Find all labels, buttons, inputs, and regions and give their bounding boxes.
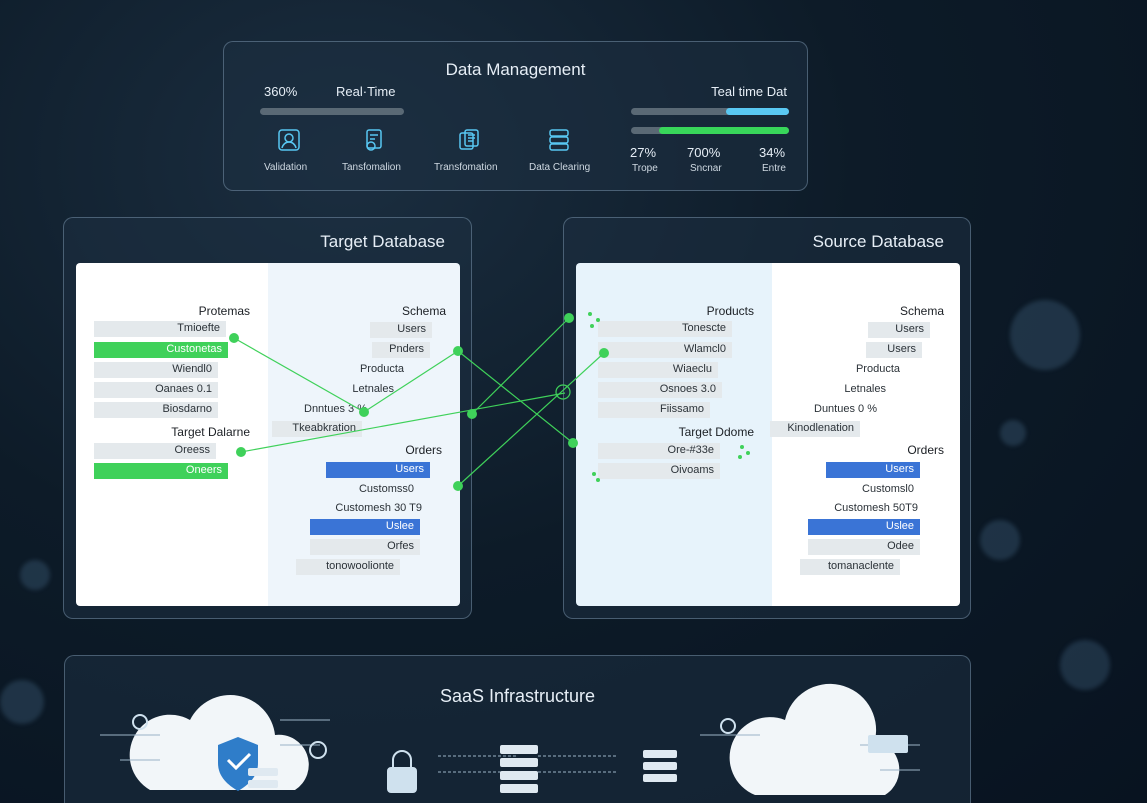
table-row-highlight[interactable]: Uslee <box>310 519 420 535</box>
bokeh-light <box>1060 640 1110 690</box>
bokeh-light <box>1000 420 1026 446</box>
green-progress-fill <box>659 127 789 134</box>
left-progress-track <box>260 108 404 115</box>
stat-value: 700% <box>687 145 721 160</box>
source-database-body: Products Tonescte Wlamcl0 Wiaeclu Osnoes… <box>576 263 960 606</box>
target-database-body: Protemas Tmioefte Custonetas Wiendl0 Oan… <box>76 263 460 606</box>
blue-progress-bar <box>631 108 789 115</box>
bokeh-light <box>980 520 1020 560</box>
table-row[interactable]: Users <box>370 322 432 338</box>
table-row[interactable]: Fiissamo <box>598 402 710 418</box>
saas-infrastructure-panel: SaaS Infrastructure <box>64 655 971 803</box>
saas-infrastructure-title: SaaS Infrastructure <box>439 686 596 706</box>
table-row[interactable]: Wlamcl0 <box>598 342 732 358</box>
table-row[interactable]: tonowoolionte <box>296 559 400 575</box>
table-row[interactable]: Oreess <box>94 443 216 459</box>
table-row[interactable]: Odee <box>808 539 920 555</box>
source-left-column: Products Tonescte Wlamcl0 Wiaeclu Osnoes… <box>576 263 768 606</box>
realtime-data-label: Teal time Dat <box>711 84 787 99</box>
table-row[interactable]: Orfes <box>310 539 420 555</box>
step-label: Tansfomalion <box>342 162 401 173</box>
table-row[interactable]: Ore-#33e <box>598 443 720 459</box>
table-row[interactable]: Customesh 30 T9 <box>335 502 422 514</box>
target-database-title: Target Database <box>320 232 445 251</box>
stat-label: Entre <box>762 163 786 174</box>
table-row[interactable]: Producta <box>359 363 404 375</box>
table-row[interactable]: Customsl0 <box>862 483 914 495</box>
stat-label: Sncnar <box>690 163 722 174</box>
section-title: Schema <box>401 304 446 318</box>
percent-label: 360% <box>264 84 298 99</box>
step-label: Validation <box>264 162 308 173</box>
table-row[interactable]: Letnales <box>844 383 886 395</box>
table-row[interactable]: Producta <box>855 363 900 375</box>
table-row[interactable]: Wiaeclu <box>598 362 718 378</box>
table-row[interactable]: Tmioefte <box>94 321 226 337</box>
table-row[interactable]: Tonescte <box>598 321 732 337</box>
documents-icon <box>456 127 482 153</box>
stat-value: 34% <box>759 145 786 160</box>
table-row[interactable]: Wiendl0 <box>94 362 218 378</box>
table-row[interactable]: Users <box>868 322 930 338</box>
stat-label: Trope <box>632 163 658 174</box>
table-row[interactable]: Oanaes 0.1 <box>94 382 218 398</box>
bokeh-light <box>0 680 44 724</box>
table-row[interactable]: Customesh 50T9 <box>834 502 918 514</box>
target-right-column: Schema Users Pnders Producta Letnales Dn… <box>268 263 460 606</box>
user-shield-icon <box>276 127 302 153</box>
blue-progress-fill <box>725 108 789 115</box>
realtime-label: Real·Time <box>336 84 396 99</box>
table-row-highlight[interactable]: Uslee <box>808 519 920 535</box>
target-database-panel: Target Database Protemas Tmioefte Custon… <box>63 217 472 619</box>
table-row[interactable]: Customss0 <box>358 483 414 495</box>
section-title: Target Dalarne <box>171 425 250 439</box>
table-row-highlight[interactable]: Users <box>826 462 920 478</box>
table-row-selected[interactable]: Custonetas <box>94 342 228 358</box>
data-management-title: Data Management <box>445 60 586 79</box>
section-title: Orders <box>405 443 442 457</box>
step-label: Transfomation <box>434 162 498 173</box>
table-row[interactable]: tomanaclente <box>800 559 900 575</box>
bokeh-light <box>1010 300 1080 370</box>
table-row[interactable]: Duntues 0 % <box>814 403 877 415</box>
target-left-column: Protemas Tmioefte Custonetas Wiendl0 Oan… <box>76 263 268 606</box>
green-progress-bar <box>631 127 789 134</box>
step-label: Data Clearing <box>529 162 591 173</box>
table-row[interactable]: Pnders <box>372 342 430 358</box>
table-row[interactable]: Biosdarno <box>94 402 218 418</box>
stat-value: 27% <box>630 145 657 160</box>
database-icon <box>546 127 572 153</box>
section-title: Products <box>706 304 754 318</box>
table-row[interactable]: Osnoes 3.0 <box>598 382 722 398</box>
section-title: Schema <box>899 304 944 318</box>
table-row[interactable]: Dnntues 3 % <box>304 403 367 415</box>
table-row-highlight[interactable]: Users <box>326 462 430 478</box>
data-management-panel: Data Management 360% Real·Time Teal time… <box>223 41 808 191</box>
table-row[interactable]: Tkeabkration <box>272 421 362 437</box>
section-title: Protemas <box>198 304 250 318</box>
transform-icon <box>362 127 388 153</box>
source-database-title: Source Database <box>812 232 944 251</box>
section-title: Target Ddome <box>678 425 754 439</box>
table-row[interactable]: Letnales <box>352 383 394 395</box>
bokeh-light <box>20 560 50 590</box>
source-database-panel: Source Database Products Tonescte Wlamcl… <box>563 217 971 619</box>
table-row[interactable]: Users <box>866 342 922 358</box>
section-title: Orders <box>907 443 944 457</box>
source-right-column: Schema Users Users Producta Letnales Dun… <box>768 263 960 606</box>
table-row-selected[interactable]: Oneers <box>94 463 228 479</box>
table-row[interactable]: Oivoams <box>598 463 720 479</box>
table-row[interactable]: Kinodlenation <box>770 421 860 437</box>
